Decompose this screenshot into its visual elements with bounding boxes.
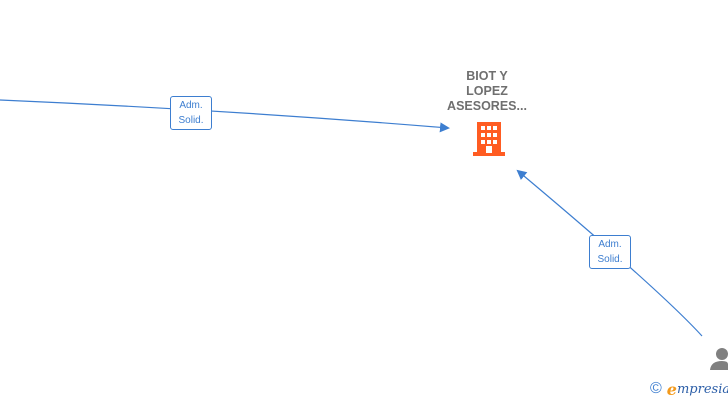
edge-label-left[interactable]: Adm. Solid. [170, 96, 212, 130]
company-name[interactable]: BIOT Y LOPEZ ASESORES... [447, 69, 527, 113]
edge-label-line1: Adm. [598, 239, 622, 250]
person-icon[interactable] [710, 346, 728, 370]
brand-logo-first-letter: e [666, 379, 677, 399]
edge-line-bottom-right [516, 169, 703, 337]
edge-label-line2: Solid. [597, 254, 623, 265]
footer-brand: © e mpresia [650, 378, 728, 400]
edge-line-left [0, 99, 450, 133]
copyright-symbol: © [650, 380, 662, 397]
edge-label-bottom-right[interactable]: Adm. Solid. [589, 235, 631, 269]
brand-logo-rest: mpresia [676, 381, 728, 397]
edge-label-line2: Solid. [178, 115, 204, 126]
edge-label-line1: Adm. [179, 100, 203, 111]
building-icon[interactable] [473, 122, 505, 156]
